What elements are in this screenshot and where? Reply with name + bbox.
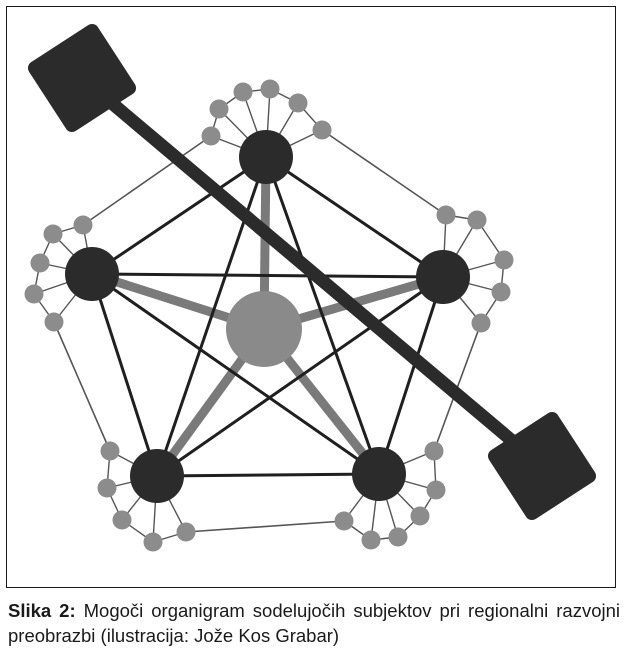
satellite-node-top-5 <box>288 93 308 113</box>
edge-bottom-right-left <box>91 272 380 476</box>
edge-right-bottom-left <box>156 275 444 478</box>
hub-node-top <box>239 130 293 184</box>
satellite-node-bottom-right-1 <box>424 441 444 461</box>
caption-label: Slika 2: <box>8 600 76 621</box>
satellite-node-top-3 <box>233 82 253 102</box>
hub-node-left <box>65 247 119 301</box>
hub-node-bottom-left <box>130 449 184 503</box>
satellite-node-top-2 <box>209 99 229 119</box>
diagonal-bar-line <box>77 73 547 471</box>
satellite-node-left-5 <box>44 312 64 332</box>
edge-top-bottom-right <box>264 156 381 475</box>
edge-bottom-left-left <box>90 273 159 477</box>
hub-nodes <box>65 130 470 503</box>
satellite-node-bottom-right-5 <box>361 530 381 550</box>
figure-frame <box>6 6 616 588</box>
hub-node-bottom-right <box>352 447 406 501</box>
satellite-node-top-4 <box>260 79 280 99</box>
satellite-node-right-4 <box>491 282 511 302</box>
center-node <box>226 291 302 367</box>
satellite-node-left-2 <box>43 224 63 244</box>
edge-top-left <box>91 155 267 276</box>
satellite-node-bottom-left-2 <box>97 478 117 498</box>
hub-node-right <box>416 250 470 304</box>
edge-right-bottom-right <box>377 276 445 475</box>
satellite-node-left-4 <box>24 284 44 304</box>
satellite-node-right-1 <box>436 205 456 225</box>
satellite-node-bottom-left-3 <box>112 510 132 530</box>
satellite-clusters <box>24 79 514 552</box>
satellite-node-left-1 <box>73 215 93 235</box>
satellite-node-right-2 <box>467 210 487 230</box>
satellite-node-bottom-right-2 <box>426 480 446 500</box>
satellite-node-top-6 <box>312 120 332 140</box>
satellite-node-left-3 <box>30 253 50 273</box>
satellite-node-bottom-left-1 <box>100 441 120 461</box>
diagonal-bar <box>27 23 597 521</box>
caption-text: Mogoči organigram sodelujočih subjektov … <box>8 600 620 646</box>
bottom-right-square <box>487 411 597 521</box>
satellite-node-bottom-right-6 <box>334 511 354 531</box>
outer-link-4 <box>53 321 111 452</box>
satellite-node-bottom-left-5 <box>176 522 196 542</box>
outer-link-5 <box>82 135 212 226</box>
outer-link-3 <box>185 520 345 533</box>
edge-bottom-right-bottom-left <box>156 472 380 478</box>
figure-caption: Slika 2: Mogoči organigram sodelujočih s… <box>8 598 620 648</box>
top-left-square <box>27 23 137 133</box>
satellite-node-bottom-left-4 <box>143 532 163 552</box>
edge-right-left <box>91 272 444 279</box>
satellite-node-top-1 <box>201 126 221 146</box>
outer-link-1 <box>321 129 447 216</box>
satellite-node-bottom-right-3 <box>410 506 430 526</box>
edge-top-right <box>265 155 444 279</box>
satellite-node-right-3 <box>494 250 514 270</box>
satellite-node-right-5 <box>471 313 491 333</box>
satellite-node-bottom-right-4 <box>388 527 408 547</box>
organigram-diagram <box>24 23 597 552</box>
